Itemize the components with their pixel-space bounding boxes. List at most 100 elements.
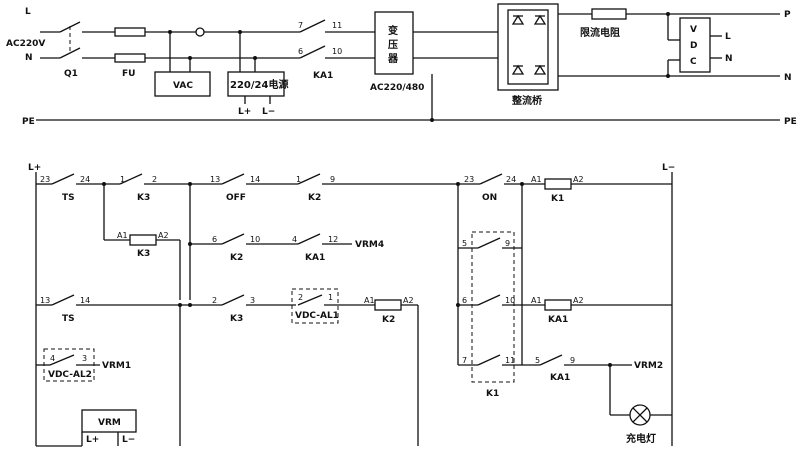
- k2coil-label: K2: [382, 315, 395, 325]
- transformer-char-2: 压: [388, 39, 398, 51]
- k1coil-label: K1: [551, 194, 564, 204]
- term-6: 6: [298, 47, 303, 56]
- ka1b-9: 9: [570, 356, 575, 365]
- resistor-label: 限流电阻: [580, 26, 620, 39]
- vdc-L: L: [725, 32, 731, 42]
- bridge-label: 整流桥: [511, 94, 543, 107]
- k1-coil: [544, 178, 572, 190]
- k2-contact: [297, 173, 321, 185]
- k2coil-a2: A2: [403, 296, 414, 305]
- k3-1: 1: [120, 175, 125, 184]
- on-label: ON: [482, 193, 497, 203]
- vdc-d: D: [690, 41, 697, 51]
- node: [188, 303, 192, 307]
- ka1coil-a2: A2: [573, 296, 584, 305]
- ts2-14: 14: [80, 296, 90, 305]
- ka1-4: 4: [292, 235, 297, 244]
- k1-contact-5-9: [477, 237, 501, 249]
- vdc-al1-box: [291, 288, 339, 324]
- on-switch: [479, 173, 503, 185]
- diode-4: [533, 64, 547, 75]
- k2coil-a1: A1: [364, 296, 375, 305]
- transformer: [374, 11, 414, 75]
- diode-1: [511, 14, 525, 25]
- vrm-box: [81, 409, 137, 433]
- vdcal2-label: VDC-AL2: [48, 370, 92, 380]
- fu-label: FU: [122, 69, 135, 79]
- node: [188, 182, 192, 186]
- k3-label: K3: [137, 193, 150, 203]
- k2-label: K2: [308, 193, 321, 203]
- lminus-label: L−: [662, 163, 675, 173]
- k3coil-a2: A2: [158, 231, 169, 240]
- lamp-label: 充电灯: [626, 432, 656, 445]
- bridge-inner: [507, 9, 549, 85]
- node: [520, 182, 524, 186]
- ka1-power-label: KA1: [313, 71, 333, 81]
- pe-right-label: PE: [784, 117, 797, 127]
- vdcal2-4: 4: [50, 354, 55, 363]
- k1group-label: K1: [486, 389, 499, 399]
- on-24: 24: [506, 175, 516, 184]
- vdc-meter: [679, 17, 711, 73]
- k3coil-label: K3: [137, 249, 150, 259]
- node: [430, 118, 434, 122]
- transformer-char-3: 器: [387, 53, 399, 65]
- k2-9: 9: [330, 175, 335, 184]
- term-7: 7: [298, 21, 303, 30]
- k2b-6: 6: [212, 235, 217, 244]
- power-section: L N AC220V PE PE Q1 FU VAC 2: [6, 3, 797, 127]
- off-label: OFF: [226, 193, 246, 203]
- fuse-n: [114, 53, 146, 63]
- psu-lminus: L−: [262, 107, 275, 117]
- line-L-label: L: [25, 7, 31, 17]
- off-14: 14: [250, 175, 260, 184]
- k2-coil: [374, 299, 402, 311]
- vdcal1-1: 1: [328, 293, 333, 302]
- rectifier-bridge: [497, 3, 559, 91]
- ka1b-5: 5: [535, 356, 540, 365]
- k1-7: 7: [462, 356, 467, 365]
- vdc-al1-contact: [297, 294, 323, 306]
- diode-2: [533, 14, 547, 25]
- vdc-c: C: [690, 57, 697, 67]
- node: [666, 74, 670, 78]
- k1coil-a2: A2: [573, 175, 584, 184]
- n-out-label: N: [784, 73, 792, 83]
- k1-contact-6-10: [477, 294, 501, 306]
- ts-24: 24: [80, 175, 90, 184]
- psu-lplus: L+: [238, 107, 251, 117]
- pe-left-label: PE: [22, 117, 35, 127]
- vac-meter: [154, 71, 211, 97]
- transformer-rating: AC220/480: [370, 83, 424, 93]
- ka1-coil: [544, 299, 572, 311]
- k3b-2: 2: [212, 296, 217, 305]
- vrm1-label: VRM1: [102, 361, 131, 371]
- ka1-contact: [297, 233, 321, 245]
- on-23: 23: [464, 175, 474, 184]
- node: [238, 30, 242, 34]
- k2b-label: K2: [230, 253, 243, 263]
- node: [168, 30, 172, 34]
- ts2-switch: [51, 294, 75, 306]
- vrm-lplus: L+: [86, 435, 99, 445]
- k3b-3: 3: [250, 296, 255, 305]
- k1-6: 6: [462, 296, 467, 305]
- vdc-v: V: [690, 25, 697, 35]
- ts-switch: [51, 173, 75, 185]
- ka1-label: KA1: [305, 253, 325, 263]
- control-section: L+ L− 23 24 TS 1 2 K3 13 14 OFF 1 9 K2 2…: [28, 163, 675, 447]
- ka1-12: 12: [328, 235, 338, 244]
- psu-label: 220/24电源: [230, 78, 288, 91]
- vrm-label: VRM: [98, 418, 121, 428]
- line-N-label: N: [25, 53, 33, 63]
- vrm-lminus: L−: [122, 435, 135, 445]
- node: [456, 303, 460, 307]
- vdcal1-label: VDC-AL1: [295, 311, 339, 321]
- current-limit-resistor: [591, 8, 627, 20]
- k1-contact-group: [471, 231, 515, 383]
- node: [188, 242, 192, 246]
- k3coil-a1: A1: [117, 231, 128, 240]
- supply-label: AC220V: [6, 39, 45, 49]
